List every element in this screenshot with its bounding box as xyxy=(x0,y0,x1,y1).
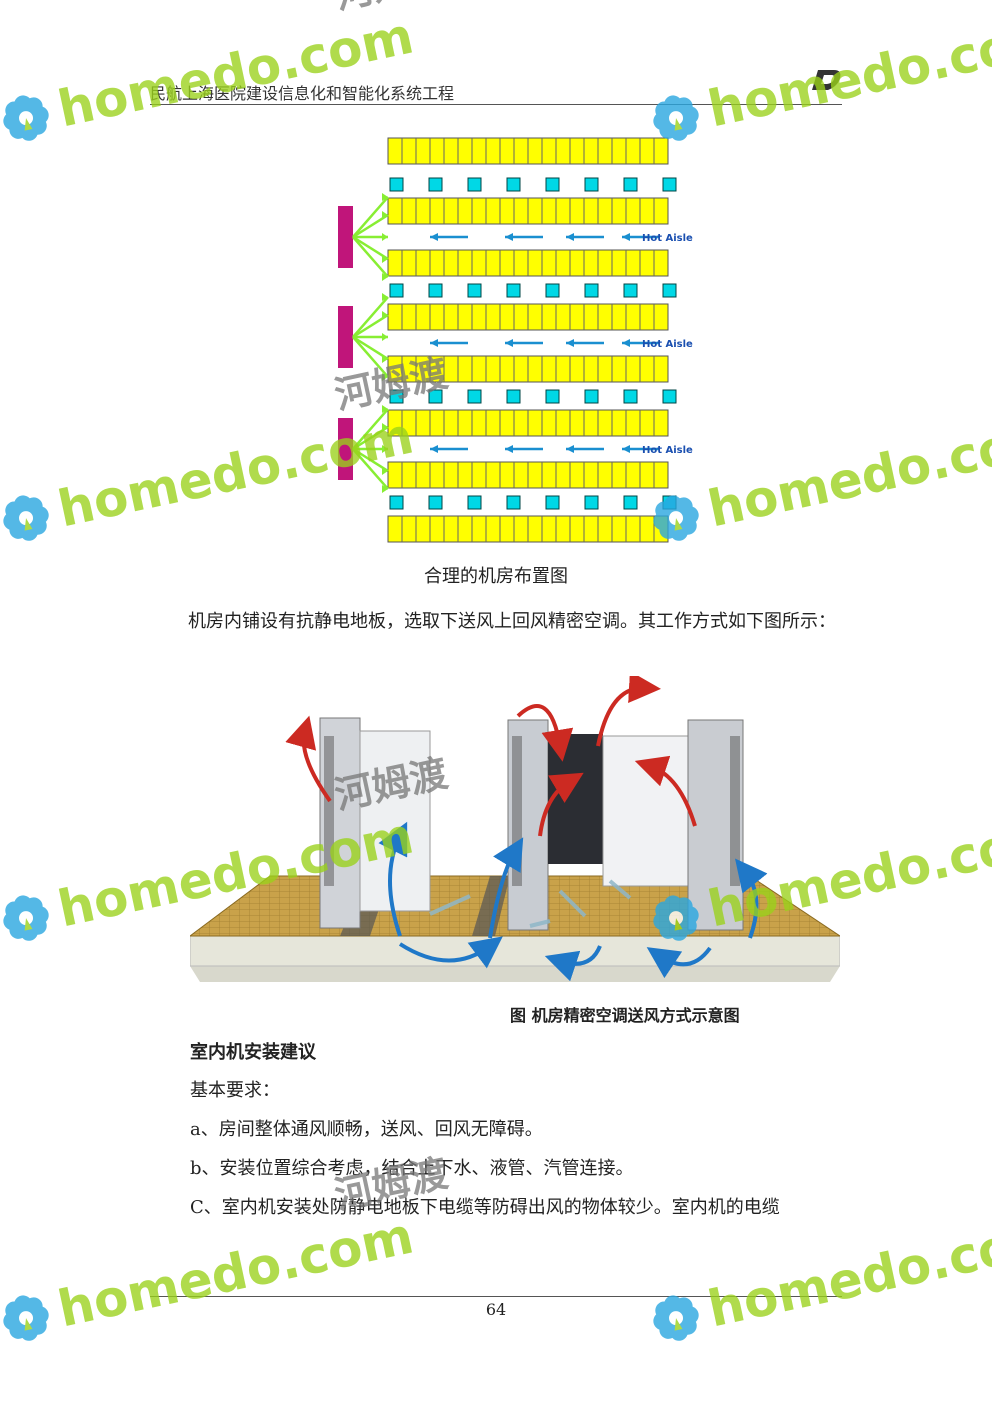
perforated-tile xyxy=(389,283,404,298)
hot-aisle-label: Hot Aisle xyxy=(642,233,693,244)
perforated-tile xyxy=(506,177,521,192)
supply-air-arrow xyxy=(352,296,389,338)
perforated-tile xyxy=(389,389,404,404)
perforated-tile xyxy=(467,177,482,192)
rack-row xyxy=(387,249,669,277)
airflow-arrows xyxy=(352,193,660,493)
perforated-tile xyxy=(662,283,677,298)
perforated-tile xyxy=(428,177,443,192)
perforated-tile xyxy=(506,389,521,404)
body-paragraph: 机房内铺设有抗静电地板，选取下送风上回风精密空调。其工作方式如下图所示： xyxy=(188,611,836,632)
perforated-tile xyxy=(584,495,599,510)
crac-units xyxy=(338,206,353,480)
perforated-tile xyxy=(467,389,482,404)
perforated-tile xyxy=(428,389,443,404)
rack-row xyxy=(387,409,669,437)
crac-unit xyxy=(338,206,353,268)
footer-rule xyxy=(150,1296,842,1297)
perforated-tile xyxy=(623,495,638,510)
watermark-site-text: homedo.com xyxy=(703,407,992,539)
perforated-tile xyxy=(623,283,638,298)
supply-air-arrow xyxy=(352,236,389,278)
header-title: 民航上海医院建设信息化和智能化系统工程 xyxy=(150,84,455,103)
perforated-tile xyxy=(662,389,677,404)
logo-mark-icon xyxy=(812,70,841,90)
watermark-flower-icon xyxy=(3,895,49,941)
perforated-tile xyxy=(584,283,599,298)
crac-unit xyxy=(338,418,353,480)
rack-row xyxy=(387,303,669,331)
perforated-tile xyxy=(662,177,677,192)
section-heading: 室内机安装建议 xyxy=(190,1042,316,1063)
perforated-tile xyxy=(545,389,560,404)
perforated-tile xyxy=(506,495,521,510)
precision-ac-airflow-illustration xyxy=(190,676,840,982)
perforated-tile xyxy=(584,389,599,404)
perforated-tile xyxy=(467,283,482,298)
hot-aisle-label: Hot Aisle xyxy=(642,339,693,350)
perforated-tile xyxy=(584,177,599,192)
watermark-flower-icon xyxy=(3,495,49,541)
supply-air-arrow xyxy=(352,336,389,378)
watermark-name-text: 河姆渡 xyxy=(331,0,452,18)
hot-aisle-label: Hot Aisle xyxy=(642,445,693,456)
rack-rows xyxy=(387,137,669,543)
perforated-tile xyxy=(623,177,638,192)
requirement-c: C、室内机安装处防静电地板下电缆等防碍出风的物体较少。室内机的电缆 xyxy=(190,1197,780,1218)
perforated-tile xyxy=(467,495,482,510)
perforated-tile xyxy=(506,283,521,298)
supply-air-arrow xyxy=(352,408,389,450)
perforated-tile xyxy=(428,495,443,510)
perforated-tile xyxy=(545,177,560,192)
requirement-b: b、安装位置综合考虑，结合上下水、液管、汽管连接。 xyxy=(190,1158,634,1179)
rack-row xyxy=(387,197,669,225)
perforated-tile xyxy=(545,495,560,510)
perforated-tile xyxy=(662,495,677,510)
rack-row xyxy=(387,515,669,543)
perforated-tile xyxy=(389,177,404,192)
rack-row xyxy=(387,355,669,383)
perforated-tile xyxy=(428,283,443,298)
rack-row xyxy=(387,137,669,165)
watermark-site-text: homedo.com xyxy=(53,7,418,139)
figure-caption-layout: 合理的机房布置图 xyxy=(424,566,568,587)
header-rule xyxy=(150,104,842,105)
figure-caption-airflow: 图 机房精密空调送风方式示意图 xyxy=(510,1006,740,1025)
watermark-flower-icon xyxy=(3,95,49,141)
page-number: 64 xyxy=(485,1300,507,1319)
requirement-a: a、房间整体通风顺畅，送风、回风无障碍。 xyxy=(190,1119,543,1140)
rack-row xyxy=(387,461,669,489)
watermark-stamp: homedo.com xyxy=(653,1207,992,1341)
watermark-site-text: homedo.com xyxy=(703,7,992,139)
crac-unit xyxy=(338,306,353,368)
perforated-tile xyxy=(545,283,560,298)
requirement-intro: 基本要求： xyxy=(190,1080,280,1101)
perforated-tile xyxy=(389,495,404,510)
perforated-tile xyxy=(623,389,638,404)
supply-air-arrow xyxy=(352,448,389,490)
supply-air-arrow xyxy=(352,196,389,238)
